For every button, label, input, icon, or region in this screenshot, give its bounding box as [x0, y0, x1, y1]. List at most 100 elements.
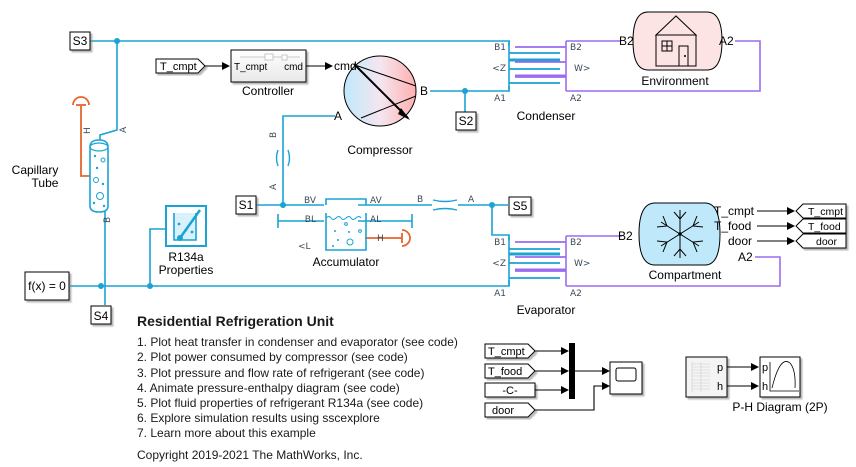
- capillary-label-line1: Capillary: [12, 163, 59, 177]
- evaporator-port-a2: A2: [570, 289, 582, 299]
- compartment-block[interactable]: [638, 202, 721, 266]
- compartment-label: Compartment: [649, 268, 722, 282]
- ph-diagram-label: P-H Diagram (2P): [732, 400, 827, 414]
- condenser-port-z: <Z: [492, 64, 506, 74]
- goto-tag-door-label: door: [816, 236, 838, 248]
- solver-configuration-block[interactable]: [24, 271, 70, 301]
- compartment-out-t-food: T_food: [714, 219, 751, 233]
- condenser-port-a2: A2: [570, 94, 582, 104]
- evaporator-port-w: W>: [574, 259, 590, 269]
- sensor-s4[interactable]: [90, 305, 112, 325]
- environment-block[interactable]: [632, 11, 723, 71]
- accumulator-port-bl: BL: [305, 215, 316, 225]
- thermal-wires: [72, 96, 411, 247]
- pipe-lower-port-a: A: [468, 195, 475, 205]
- pipe-lower[interactable]: [432, 199, 458, 211]
- r134a-properties-block[interactable]: [165, 205, 207, 247]
- environment-port-a2: A2: [719, 34, 734, 48]
- model-title: Residential Refrigeration Unit: [137, 313, 334, 329]
- beaker-thermometer-icon: [173, 209, 202, 241]
- link-plot-power[interactable]: 2. Plot power consumed by compressor (se…: [137, 350, 408, 365]
- junction-dot: [147, 283, 153, 289]
- sensor-s1[interactable]: [235, 195, 257, 215]
- r134a-label-line2: Properties: [159, 263, 214, 277]
- compartment-out-t-cmpt: T_cmpt: [714, 204, 755, 218]
- capillary-tube-block[interactable]: [89, 139, 109, 213]
- sensor-s3-label: S3: [73, 34, 88, 48]
- junction-dot: [462, 88, 468, 94]
- from-tag-t-cmpt-label: T_cmpt: [160, 61, 197, 73]
- environment-port-b2: B2: [619, 34, 634, 48]
- scope-block[interactable]: [609, 361, 643, 395]
- controller-label: Controller: [242, 84, 294, 98]
- capillary-label-line2: Tube: [32, 176, 59, 190]
- thermal-air-wires: [566, 40, 781, 287]
- from-tag-scope-door[interactable]: [484, 402, 536, 418]
- condenser-block[interactable]: [508, 41, 567, 91]
- link-plot-pressure-flow[interactable]: 3. Plot pressure and flow rate of refrig…: [137, 365, 425, 380]
- mux-block[interactable]: [569, 343, 575, 399]
- compartment-out-door: door: [728, 234, 752, 248]
- ph-source-port-p: p: [717, 362, 723, 374]
- accumulator-port-bv: BV: [304, 196, 317, 206]
- sensor-s5-label: S5: [513, 199, 528, 213]
- capillary-port-a: A: [119, 126, 129, 133]
- ph-diagram-block[interactable]: [759, 356, 801, 398]
- ph-source-block[interactable]: [685, 356, 728, 398]
- from-tag-scope-t-cmpt[interactable]: [484, 343, 536, 359]
- junction-dot: [114, 38, 120, 44]
- compressor-block[interactable]: [343, 55, 417, 127]
- accumulator-block[interactable]: [325, 198, 367, 251]
- accumulator-port-h: H: [377, 234, 384, 244]
- accumulator-port-av: AV: [370, 196, 383, 206]
- capillary-port-b: B: [103, 217, 113, 223]
- pipe-upper[interactable]: [275, 149, 291, 167]
- ph-diagram-port-h: h: [762, 381, 768, 393]
- environment-label: Environment: [641, 74, 709, 88]
- evaporator-block[interactable]: [508, 236, 567, 286]
- pipe-lower-port-b: B: [417, 195, 423, 205]
- evaporator-port-b2: B2: [570, 238, 582, 248]
- sensor-s3[interactable]: [69, 31, 91, 51]
- compressor-cmd-port: cmd: [334, 59, 357, 73]
- controller-in-port: T_cmpt: [234, 62, 268, 73]
- junction-dot: [98, 283, 104, 289]
- compressor-port-b: B: [420, 84, 428, 98]
- house-icon: [654, 15, 698, 67]
- evaporator-port-a1: A1: [494, 289, 506, 299]
- accumulator-port-al: AL: [370, 215, 381, 225]
- link-plot-heat-transfer[interactable]: 1. Plot heat transfer in condenser and e…: [137, 335, 458, 350]
- condenser-label: Condenser: [517, 109, 576, 123]
- copyright: Copyright 2019-2021 The MathWorks, Inc.: [137, 447, 363, 462]
- sensor-s5[interactable]: [508, 196, 532, 216]
- scope-in-t-cmpt: T_cmpt: [488, 346, 525, 358]
- pipe-upper-port-a: A: [269, 183, 279, 190]
- condenser-port-b1: B1: [494, 43, 506, 53]
- accumulator-port-l: <L: [298, 242, 311, 252]
- condenser-port-a1: A1: [494, 94, 506, 104]
- controller-block[interactable]: [230, 49, 307, 83]
- sensor-s2[interactable]: [455, 111, 477, 131]
- accumulator-label: Accumulator: [313, 255, 380, 269]
- sensor-s4-label: S4: [94, 309, 109, 323]
- link-animate-ph[interactable]: 4. Animate pressure-enthalpy diagram (se…: [137, 380, 400, 395]
- from-tag-t-cmpt[interactable]: [155, 58, 206, 74]
- ph-source-port-h: h: [717, 381, 723, 393]
- link-plot-fluid-properties[interactable]: 5. Plot fluid properties of refrigerant …: [137, 396, 424, 411]
- from-tag-scope-t-food[interactable]: [484, 363, 536, 379]
- snowflake-icon: [656, 210, 704, 258]
- condenser-port-w: W>: [574, 64, 590, 74]
- compartment-port-a2: A2: [738, 250, 753, 264]
- sensor-s1-label: S1: [239, 198, 254, 212]
- solver-label: f(x) = 0: [28, 279, 66, 293]
- goto-tag-door[interactable]: [795, 233, 847, 249]
- goto-tag-t-food-label: T_food: [808, 221, 841, 233]
- link-sscexplore[interactable]: 6. Explore simulation results using ssce…: [137, 411, 380, 426]
- model-annotation: Residential Refrigeration Unit 1. Plot h…: [137, 313, 458, 463]
- scope-in-door: door: [492, 405, 514, 417]
- controller-out-port: cmd: [284, 62, 303, 73]
- goto-tag-t-food[interactable]: [795, 218, 847, 234]
- link-learn-more[interactable]: 7. Learn more about this example: [137, 426, 316, 441]
- r134a-label-line1: R134a: [168, 250, 204, 264]
- goto-tag-t-cmpt[interactable]: [795, 203, 847, 219]
